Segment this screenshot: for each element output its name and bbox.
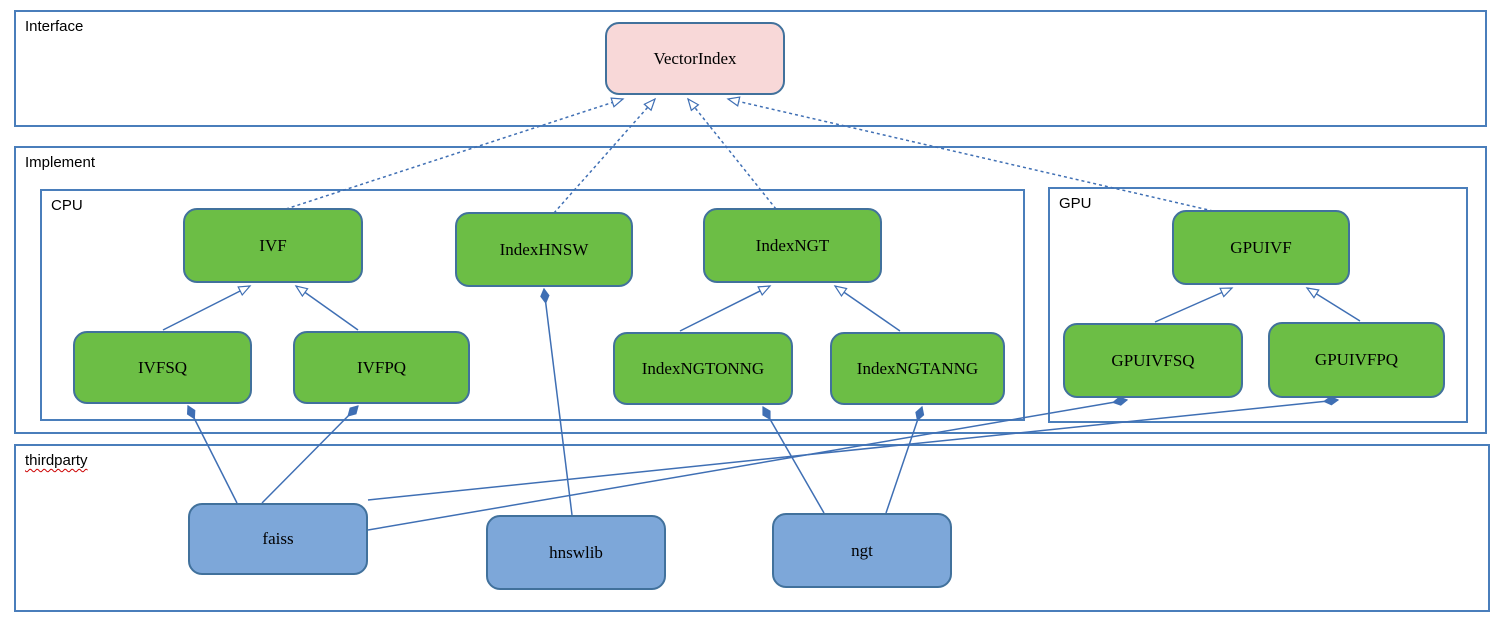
node-label-hnswlib: hnswlib [549, 542, 603, 562]
node-label-gpuivfpq: GPUIVFPQ [1314, 350, 1399, 369]
node-gpuivfsq[interactable]: GPUIVFSQ [1063, 323, 1243, 398]
node-label-indexhnsw: IndexHNSW [499, 239, 589, 259]
node-label-gpuivfsq: GPUIVFSQ [1111, 350, 1195, 370]
node-ivfsq[interactable]: IVFSQ [73, 331, 252, 404]
node-hnswlib[interactable]: hnswlib [486, 515, 666, 590]
node-label-indexngtonng: IndexNGTONNG [641, 358, 765, 378]
node-label-indexngtanng: IndexNGTANNG [856, 358, 979, 378]
node-vectorindex[interactable]: VectorIndex [605, 22, 785, 95]
node-indexhnsw[interactable]: IndexHNSW [455, 212, 633, 287]
node-indexngt[interactable]: IndexNGT [703, 208, 882, 283]
node-indexngtanng[interactable]: IndexNGTANNG [830, 332, 1005, 405]
container-label-thirdparty: thirdparty [25, 452, 88, 469]
node-label-ivfpq: IVFPQ [356, 357, 407, 377]
node-label-vectorindex: VectorIndex [653, 48, 737, 68]
node-ivfpq[interactable]: IVFPQ [293, 331, 470, 404]
node-label-ivfsq: IVFSQ [137, 357, 188, 377]
node-label-indexngt: IndexNGT [755, 235, 830, 255]
node-ivf[interactable]: IVF [183, 208, 363, 283]
container-label-implement: Implement [25, 154, 96, 171]
node-faiss[interactable]: faiss [188, 503, 368, 575]
container-label-gpu: GPU [1059, 195, 1092, 212]
container-label-cpu: CPU [51, 197, 83, 214]
node-label-ngt: ngt [851, 540, 873, 560]
container-label-interface: Interface [25, 18, 84, 35]
node-gpuivf[interactable]: GPUIVF [1172, 210, 1350, 285]
node-indexngtonng[interactable]: IndexNGTONNG [613, 332, 793, 405]
node-label-gpuivf: GPUIVF [1230, 237, 1292, 257]
node-ngt[interactable]: ngt [772, 513, 952, 588]
node-label-faiss: faiss [262, 529, 294, 548]
node-gpuivfpq[interactable]: GPUIVFPQ [1268, 322, 1445, 398]
node-label-ivf: IVF [259, 235, 287, 255]
